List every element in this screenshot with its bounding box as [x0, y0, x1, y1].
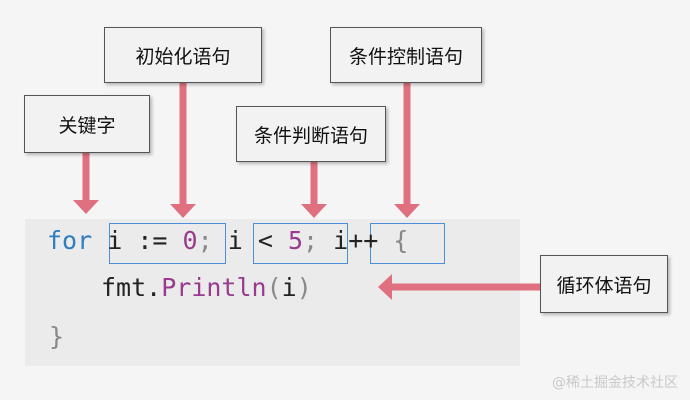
package-name: fmt [101, 273, 147, 302]
open-brace: { [393, 226, 409, 255]
code-panel [25, 219, 520, 366]
control-highlight-box [370, 223, 445, 264]
condition-arrow [301, 162, 327, 218]
control-label: 条件控制语句 [330, 27, 482, 83]
initialization-arrow [170, 83, 196, 218]
dot: . [146, 273, 162, 302]
cond-var: i [227, 226, 243, 255]
watermark: @稀土掘金技术社区 [552, 375, 678, 391]
code-line-for: for i := 0; i < 5; i++ { [47, 226, 408, 256]
code-line-close: } [49, 322, 64, 352]
init-value: 0 [182, 226, 198, 255]
function-name: Println [161, 273, 267, 302]
separator-2: ; [303, 226, 319, 255]
initialization-label: 初始化语句 [104, 27, 262, 83]
cond-op: < [257, 226, 273, 255]
condition-label: 条件判断语句 [236, 106, 386, 162]
code-line-println: fmt.Println(i) [101, 273, 312, 303]
control-arrow [394, 83, 420, 218]
initialization-highlight-box [109, 223, 226, 264]
init-op: := [137, 226, 168, 255]
keyword-label: 关键字 [24, 95, 150, 153]
argument: i [281, 273, 297, 302]
init-var: i [107, 226, 123, 255]
condition-highlight-box [253, 223, 348, 264]
close-paren: ) [296, 273, 312, 302]
separator-1: ; [197, 226, 213, 255]
close-brace: } [49, 322, 65, 351]
post-statement: i++ [333, 226, 379, 255]
keyword-arrow [73, 153, 99, 214]
cond-value: 5 [287, 226, 304, 255]
loop-body-label: 循环体语句 [540, 255, 668, 313]
open-paren: ( [266, 273, 282, 302]
loop-body-arrow [378, 274, 540, 300]
for-keyword: for [47, 226, 93, 255]
